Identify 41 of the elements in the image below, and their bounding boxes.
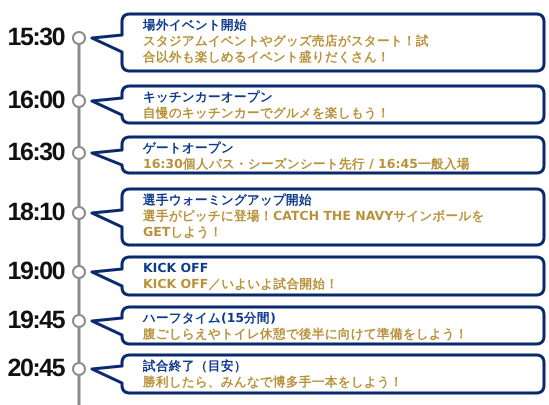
event-description: 16:30個人パス・シーズンシート先行 / 16:45一般入場	[143, 156, 471, 172]
timeline-line	[78, 45, 80, 94]
event-title: 場外イベント開始	[143, 17, 247, 32]
event-title: 試合終了（目安）	[143, 358, 247, 373]
callout-box	[88, 353, 546, 395]
timeline-dot	[72, 362, 86, 376]
event-description: KICK OFF／いよいよ試合開始！	[143, 276, 340, 292]
event-title: KICK OFF	[143, 260, 208, 275]
timeline-dot	[72, 206, 86, 220]
callout-box	[88, 305, 546, 346]
time-label: 18:10	[8, 198, 64, 226]
time-label: 16:00	[8, 86, 64, 114]
timeline-dot	[72, 146, 86, 160]
callout-box	[88, 187, 546, 247]
timeline-line	[78, 279, 80, 314]
event-title: ゲートオープン	[143, 140, 234, 155]
time-label: 20:45	[8, 354, 64, 382]
timeline-line	[78, 108, 80, 146]
timeline-line	[78, 160, 80, 206]
event-title: ハーフタイム(15分間)	[143, 310, 276, 325]
event-description: 勝利したら、みんなで博多手一本をしよう！	[143, 374, 404, 390]
event-title: キッチンカーオープン	[143, 89, 273, 104]
timeline-dot	[72, 314, 86, 328]
timeline-line	[78, 328, 80, 362]
timeline-dot	[72, 31, 86, 45]
callout-box	[88, 135, 546, 175]
event-title: 選手ウォーミングアップ開始	[143, 192, 312, 207]
time-label: 19:00	[8, 257, 64, 285]
event-description: 腹ごしらえやトイレ休憩で後半に向けて準備をしよう！	[143, 326, 469, 342]
event-description: スタジアムイベントやグッズ売店がスタート！試合以外も楽しめるイベント盛りだくさん！	[143, 33, 430, 64]
callout-box	[88, 84, 546, 125]
timeline-line	[78, 220, 80, 265]
time-label: 15:30	[8, 23, 64, 51]
event-description: 選手がピッチに登場！CATCH THE NAVYサインボールをGETしよう！	[143, 208, 486, 239]
time-label: 19:45	[8, 306, 64, 334]
callout-box	[88, 255, 546, 297]
timeline-dot	[72, 94, 86, 108]
callout-box	[88, 12, 546, 73]
time-label: 16:30	[8, 138, 64, 166]
timeline-dot	[72, 265, 86, 279]
event-description: 自慢のキッチンカーでグルメを楽しもう！	[143, 105, 391, 120]
